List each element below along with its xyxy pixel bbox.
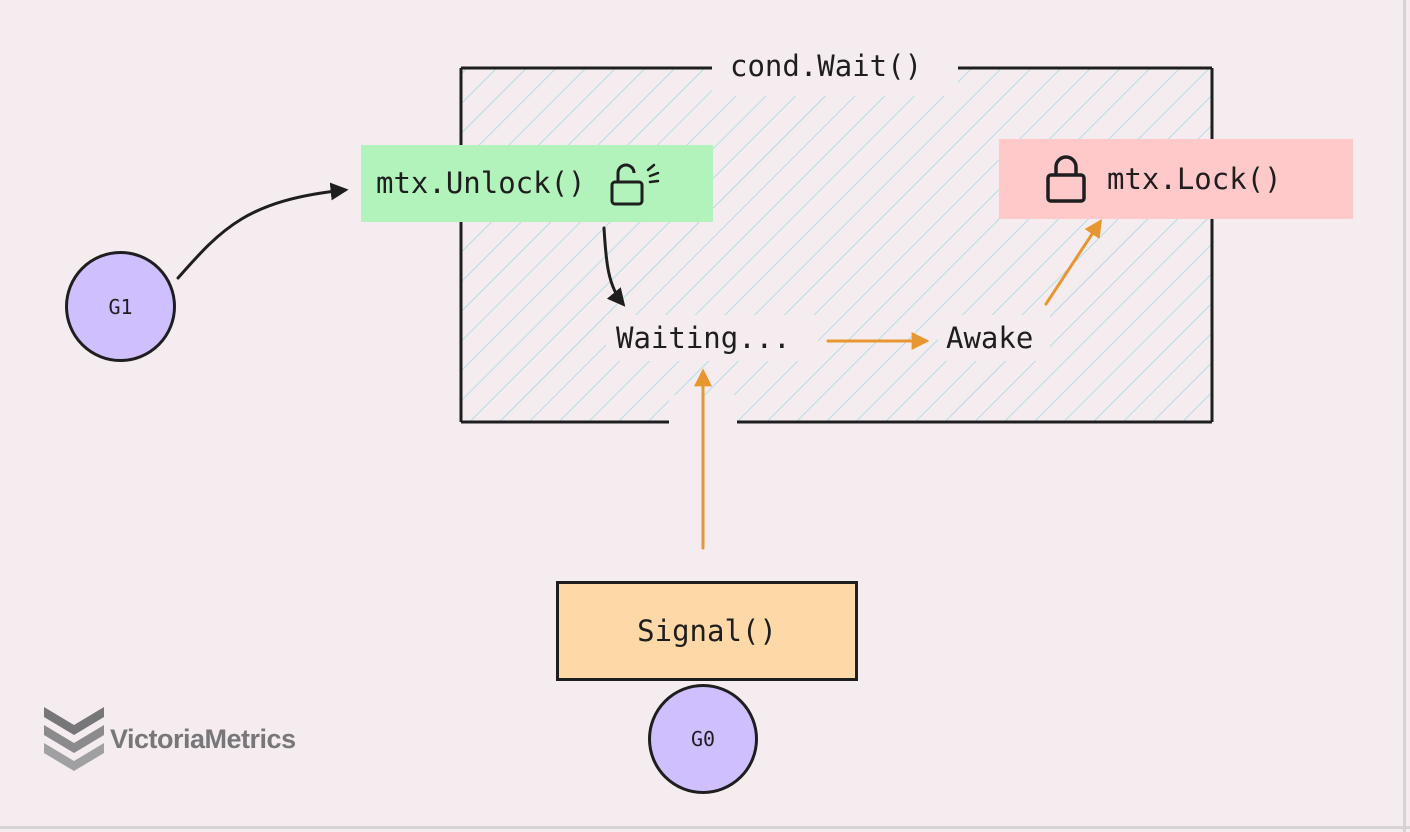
container-title: cond.Wait() — [730, 49, 923, 83]
unlock-node: mtx.Unlock() — [361, 145, 713, 222]
goroutine-g1-label: G1 — [108, 294, 133, 319]
awake-to-lock-arrow — [1044, 218, 1102, 306]
waiting-label: Waiting... — [616, 321, 791, 355]
frame-right-edge — [1403, 0, 1406, 832]
goroutine-g0: G0 — [648, 684, 758, 794]
cond-wait-container — [461, 68, 1212, 422]
unlock-label: mtx.Unlock() — [376, 166, 586, 200]
goroutine-g1: G1 — [65, 251, 176, 362]
g1-to-unlock-arrow — [176, 182, 349, 280]
signal-label: Signal() — [637, 613, 777, 648]
cond-wait-border — [459, 66, 1214, 424]
signal-node: Signal() — [556, 581, 858, 681]
victoriametrics-chevron-logo-icon — [42, 703, 106, 775]
title-gap-mask — [712, 56, 958, 96]
awake-label: Awake — [946, 321, 1034, 355]
padlock-icon — [1043, 154, 1091, 204]
lock-label: mtx.Lock() — [1107, 161, 1282, 196]
waiting-label-bg — [606, 315, 818, 361]
lock-node: mtx.Lock() — [999, 139, 1353, 219]
victoriametrics-logo: VictoriaMetrics — [42, 703, 296, 775]
unlocked-padlock-icon — [608, 160, 668, 208]
unlock-to-waiting-arrow — [602, 226, 626, 307]
logo-wordmark: VictoriaMetrics — [110, 723, 296, 754]
frame-bottom-edge — [0, 826, 1410, 829]
goroutine-g0-label: G0 — [690, 727, 716, 751]
awake-label-bg — [938, 315, 1050, 361]
